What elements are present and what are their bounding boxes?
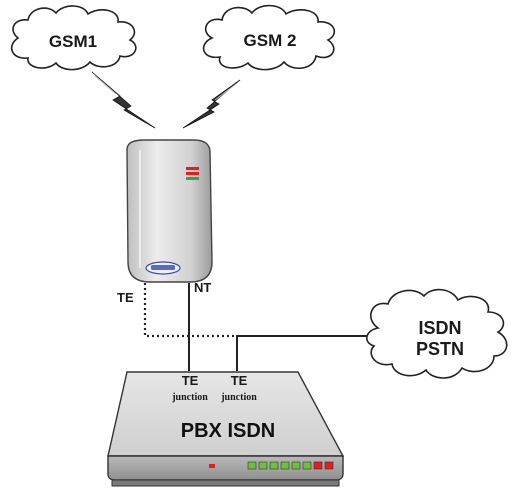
- isdn-label: ISDN: [418, 318, 461, 338]
- pstn-label: PSTN: [416, 339, 464, 359]
- pbx-port2-label: TE: [231, 373, 248, 388]
- pbx-port1-sublabel: junction: [171, 392, 208, 403]
- gsm2-cloud: GSM 2: [202, 4, 336, 71]
- gateway-nt-label: NT: [194, 280, 211, 295]
- lightning-bolt-right-icon: [182, 79, 241, 129]
- pbx-to-network-line: [236, 335, 380, 371]
- indicator-red-2: [186, 172, 199, 175]
- pbx-led-strip: [247, 461, 334, 470]
- pbx-led-3: [269, 461, 279, 470]
- indicator-red-1: [186, 167, 199, 170]
- pbx-led-8: [324, 461, 334, 470]
- gateway-te-label: TE: [117, 290, 134, 305]
- lightning-bolt-left-icon: [91, 71, 156, 129]
- status-indicators: [186, 167, 199, 180]
- isdn-pstn-cloud: ISDN PSTN: [366, 288, 508, 379]
- gsm2-label: GSM 2: [244, 31, 297, 50]
- pbx-led-2: [258, 461, 268, 470]
- pbx-port1-label: TE: [182, 373, 199, 388]
- device-logo-badge-icon: [145, 261, 181, 275]
- pbx-title: PBX ISDN: [181, 420, 275, 442]
- pbx-led-6: [302, 461, 312, 470]
- gsm-gateway-device: [126, 139, 213, 283]
- gsm1-label: GSM1: [49, 32, 97, 51]
- pbx-led-1: [247, 461, 257, 470]
- pbx-led-5: [291, 461, 301, 470]
- pbx-port2-sublabel: junction: [220, 392, 257, 403]
- connections: [143, 283, 380, 371]
- pbx-led-4: [280, 461, 290, 470]
- pbx-power-indicator: [209, 464, 215, 468]
- indicator-green: [186, 177, 199, 180]
- te-dotted-line: [143, 283, 237, 338]
- gsm1-cloud: GSM1: [10, 5, 137, 71]
- pbx-led-7: [313, 461, 323, 470]
- pbx-isdn-box: [107, 371, 345, 487]
